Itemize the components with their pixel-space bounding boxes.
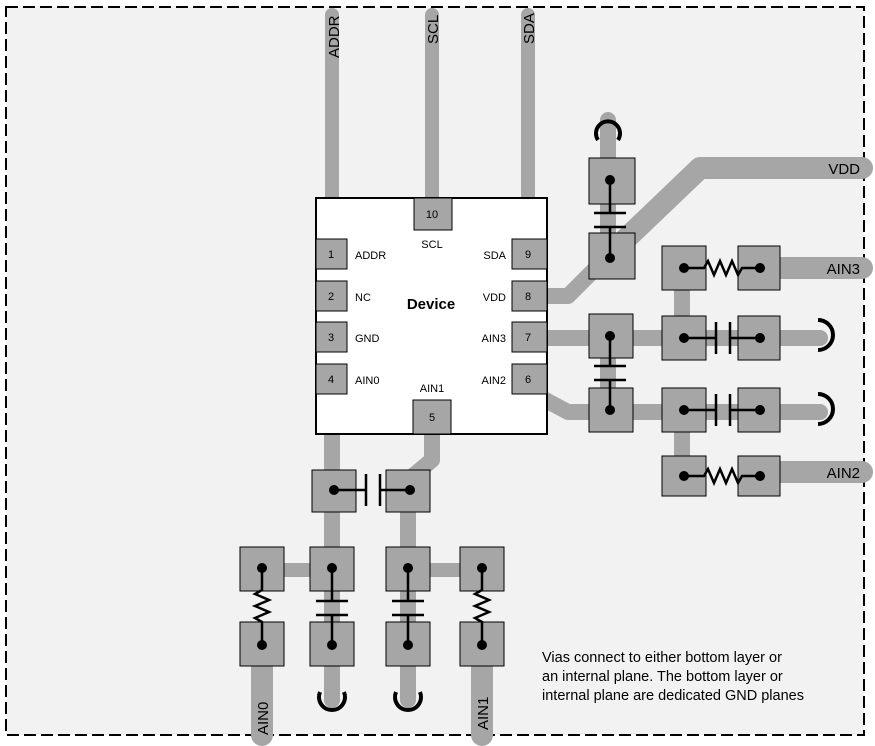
via-ain2-gnd — [817, 392, 835, 426]
pin-10 — [413, 197, 453, 231]
pin-8-number: 8 — [525, 291, 531, 303]
trace-vdd-net — [597, 157, 873, 267]
pin-2-number: 2 — [328, 291, 334, 303]
capacitor-ain2 — [661, 387, 781, 433]
device-package: Device 1 ADDR 2 NC 3 GND 4 AIN0 5 AIN1 6… — [315, 197, 548, 435]
pin-6-label: AIN2 — [482, 375, 506, 387]
pin-4 — [315, 363, 348, 395]
pin-8-label: VDD — [483, 292, 506, 304]
pin-2-label: NC — [355, 292, 371, 304]
resistor-ain3 — [661, 245, 781, 291]
note-line-2: an internal plane. The bottom layer or — [542, 669, 783, 685]
pin-5-label: AIN1 — [420, 383, 444, 395]
pin-2 — [315, 280, 348, 312]
via-ain0-gnd — [317, 691, 347, 712]
resistor-ain1 — [459, 546, 505, 667]
pin-6-number: 6 — [525, 374, 531, 386]
pin-4-label: AIN0 — [355, 375, 379, 387]
pin-4-number: 4 — [328, 374, 334, 386]
pin-9 — [511, 238, 548, 270]
net-label-ain3: AIN3 — [827, 261, 860, 278]
note-text: Vias connect to either bottom layer or a… — [542, 650, 804, 704]
capacitor-ain2-ain3 — [588, 313, 634, 433]
pin-9-number: 9 — [525, 249, 531, 261]
via-ain3-gnd — [817, 318, 835, 352]
pin-10-label: SCL — [421, 239, 442, 251]
capacitor-ain1 — [385, 546, 431, 667]
capacitor-ain0-ain1 — [311, 469, 431, 513]
pin-7-label: AIN3 — [482, 333, 506, 345]
via-vdd-gnd — [594, 119, 622, 142]
pin-1-number: 1 — [328, 249, 334, 261]
pin-5 — [412, 399, 452, 435]
pin-7-number: 7 — [525, 332, 531, 344]
device-name: Device — [407, 296, 455, 313]
pin-3 — [315, 321, 348, 353]
pin-6 — [511, 363, 548, 395]
note-line-1: Vias connect to either bottom layer or — [542, 650, 782, 666]
resistor-ain0 — [239, 546, 285, 667]
resistor-ain2 — [661, 455, 781, 497]
pin-8 — [511, 280, 548, 312]
pin-1-label: ADDR — [355, 250, 386, 262]
pin-10-number: 10 — [426, 209, 438, 221]
net-label-ain2: AIN2 — [827, 465, 860, 482]
net-label-sda: SDA — [521, 13, 538, 44]
capacitor-vdd — [588, 157, 636, 280]
pin-3-number: 3 — [328, 332, 334, 344]
net-label-ain0: AIN0 — [255, 702, 272, 735]
pin-9-label: SDA — [483, 250, 506, 262]
pin-5-number: 5 — [429, 412, 435, 424]
capacitor-ain0 — [309, 546, 355, 667]
pin-3-label: GND — [355, 333, 380, 345]
net-label-scl: SCL — [425, 15, 442, 44]
net-label-vdd: VDD — [828, 161, 860, 178]
net-label-addr: ADDR — [326, 15, 343, 58]
net-label-ain1: AIN1 — [475, 697, 492, 730]
pin-1 — [315, 238, 348, 270]
note-line-3: internal plane are dedicated GND planes — [542, 688, 804, 704]
pin-7 — [511, 321, 548, 353]
via-ain1-gnd — [393, 691, 423, 712]
device-body — [315, 197, 548, 435]
capacitor-ain3 — [661, 315, 781, 361]
